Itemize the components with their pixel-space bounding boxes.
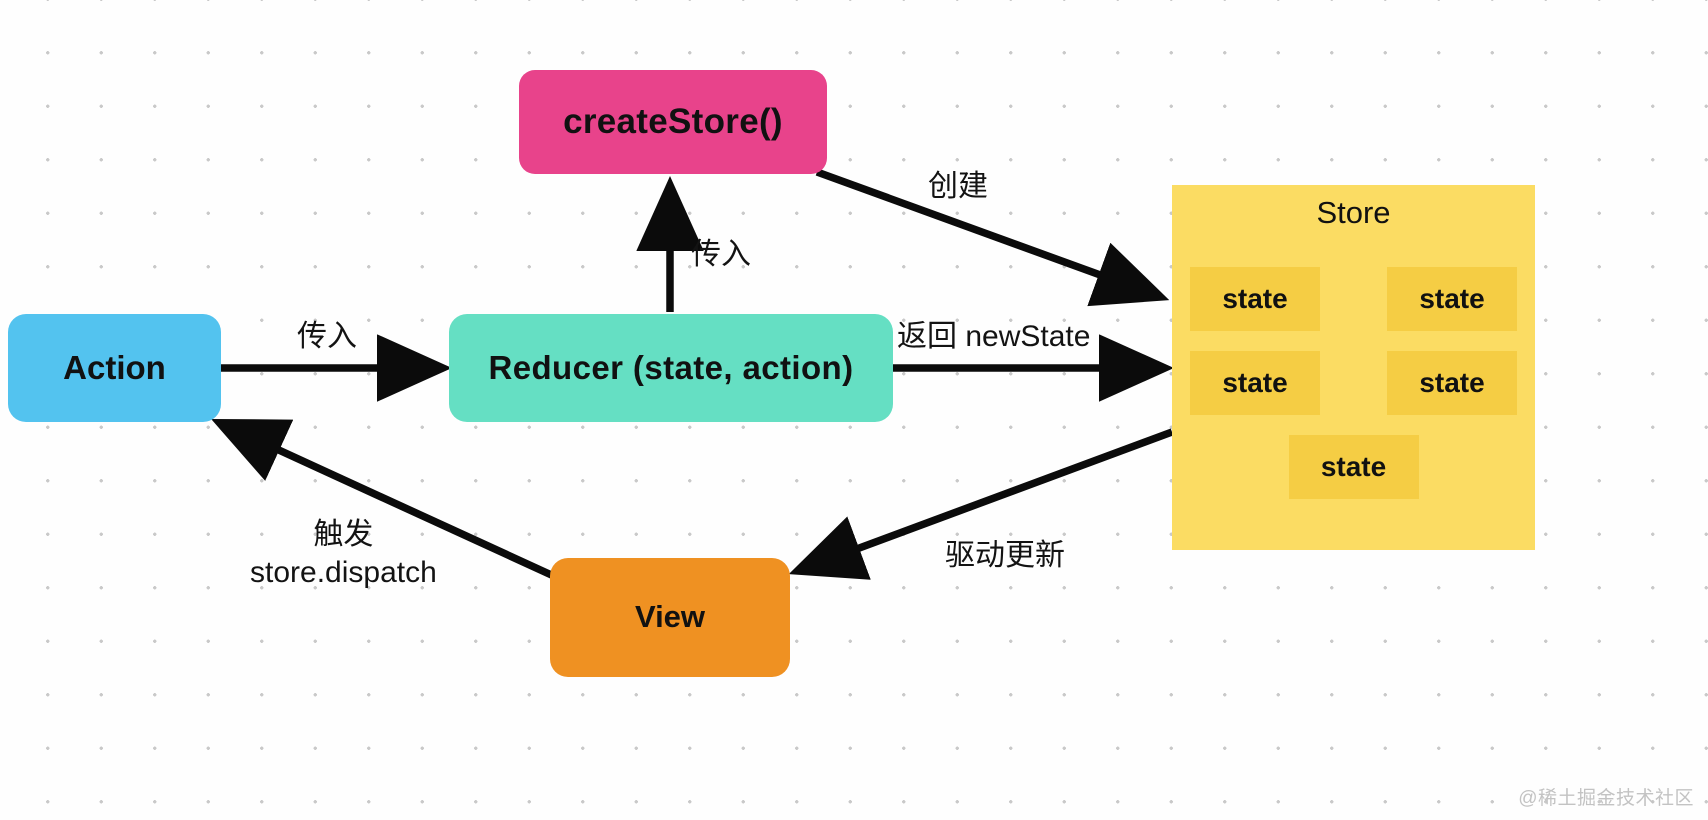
edge-label-drive-update: 驱动更新 [945, 539, 1065, 572]
watermark: @稀土掘金技术社区 [1518, 788, 1694, 809]
node-view-label: View [634, 599, 706, 635]
store-state-row: state state [1190, 267, 1517, 331]
node-create-store-label: createStore() [563, 101, 783, 141]
edge-label-return-newstate: 返回 newState [897, 320, 1091, 353]
edge-label-pass-in-right: 传入 [297, 320, 357, 353]
edge-label-create: 创建 [928, 170, 988, 203]
store-state-row: state state [1190, 351, 1517, 415]
node-reducer-label: Reducer (state, action) [488, 348, 854, 386]
node-action-label: Action [63, 348, 166, 386]
state-chip[interactable]: state [1387, 351, 1517, 415]
state-chip[interactable]: state [1190, 267, 1320, 331]
store-state-row: state [1190, 435, 1517, 499]
edge-label-pass-in-up: 传入 [691, 238, 751, 271]
state-chip[interactable]: state [1288, 435, 1419, 499]
state-chip[interactable]: state [1190, 351, 1320, 415]
state-chip[interactable]: state [1387, 267, 1517, 331]
store-state-grid: state state state state state [1190, 267, 1517, 519]
node-action[interactable]: Action [8, 314, 221, 422]
edge-label-dispatch-line1: 触发 [313, 518, 374, 551]
node-view[interactable]: View [550, 558, 790, 677]
edge-label-dispatch: 触发 store.dispatch [250, 516, 437, 591]
store-title: Store [1316, 195, 1391, 230]
edge-label-dispatch-line2: store.dispatch [250, 555, 437, 589]
node-create-store[interactable]: createStore() [519, 70, 827, 174]
node-reducer[interactable]: Reducer (state, action) [449, 314, 893, 422]
node-store[interactable]: Store state state state state state [1172, 185, 1535, 550]
